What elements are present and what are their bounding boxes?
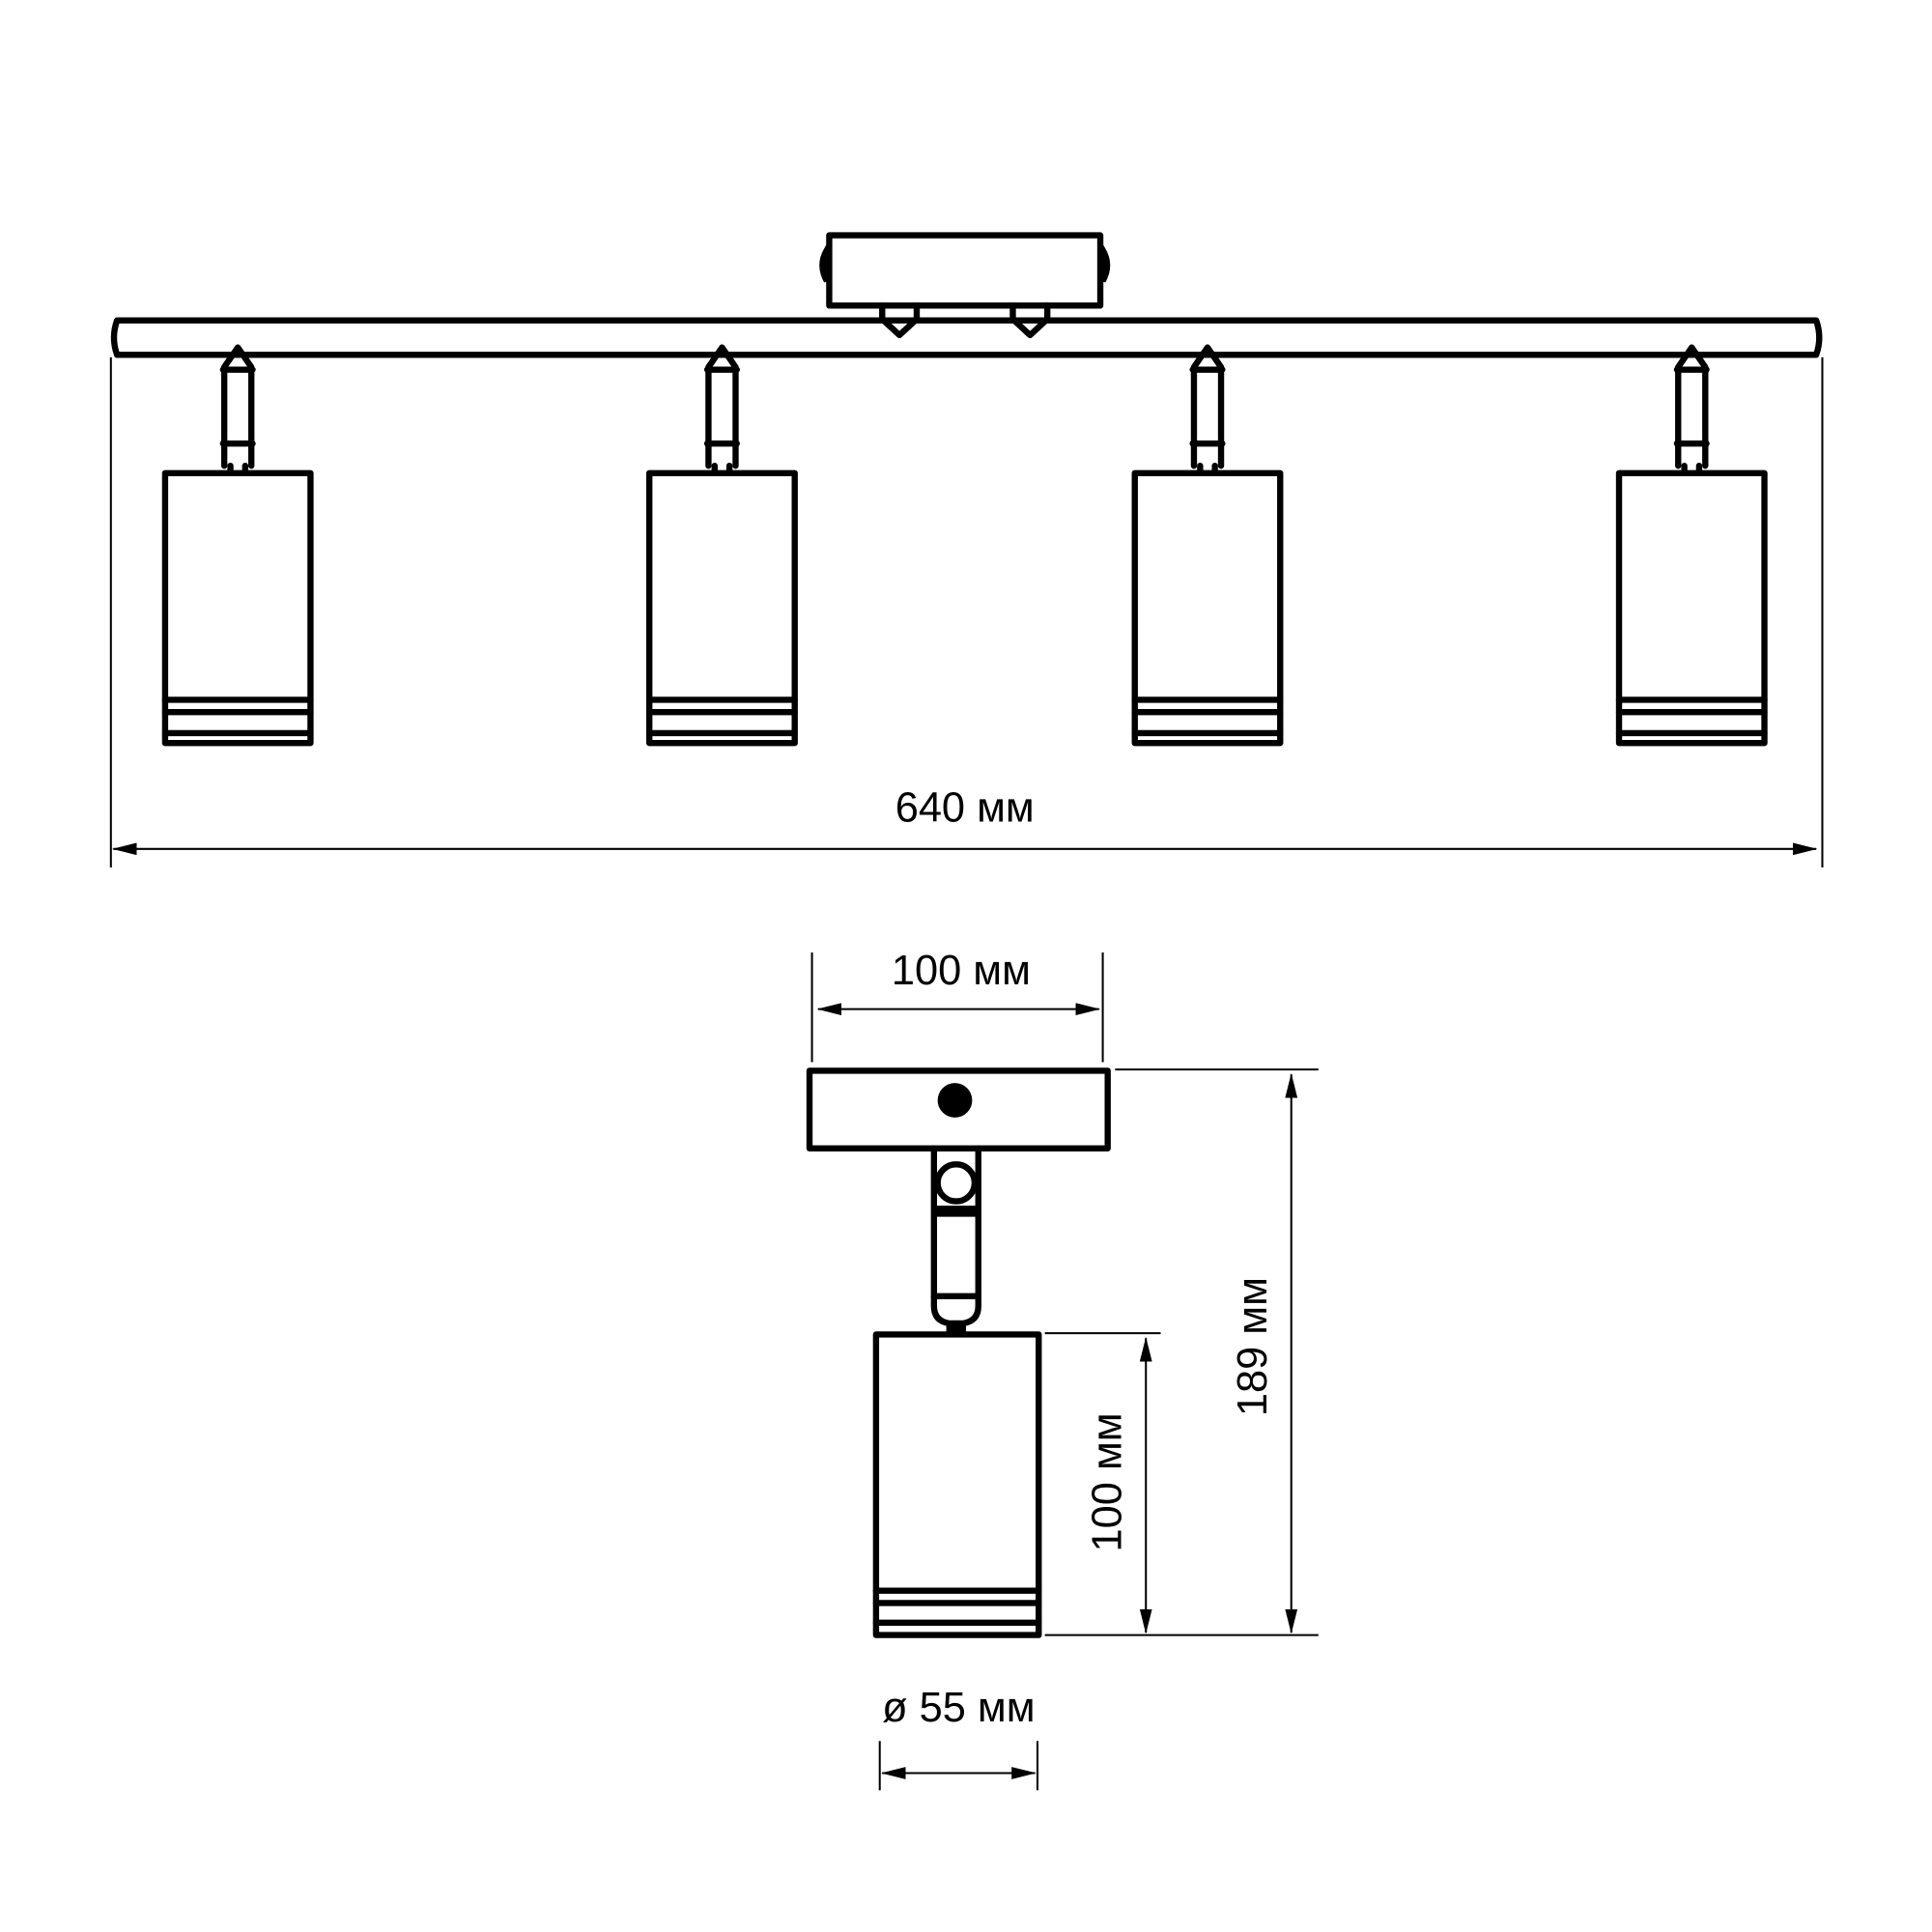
spotlight-4 — [1619, 348, 1765, 743]
swivel-joint — [934, 1161, 979, 1205]
base-width-label: 100 мм — [892, 948, 1031, 994]
mount-bolt-right — [1099, 239, 1111, 283]
diameter-label: ø 55 мм — [882, 1685, 1035, 1731]
mount-screw — [937, 1083, 973, 1118]
side-shade — [872, 1331, 1042, 1638]
mount-clip-right — [1009, 302, 1051, 339]
length-label: 640 мм — [895, 785, 1035, 832]
mount-clip-left — [879, 302, 921, 339]
spotlight-2 — [649, 348, 795, 743]
side-mount-plate — [806, 1067, 1111, 1151]
shade-height-label: 100 мм — [1085, 1412, 1131, 1551]
spotlight-3 — [1135, 348, 1281, 743]
side-view: 100 мм 189 мм 100 мм ø 55 мм — [806, 948, 1319, 1791]
ceiling-mount-plate — [826, 232, 1104, 309]
mount-bolt-left — [819, 239, 831, 283]
front-view: 640 мм — [109, 232, 1824, 867]
rail-bar — [110, 317, 1823, 358]
spotlight-1 — [165, 348, 311, 743]
total-height-label: 189 мм — [1230, 1277, 1276, 1416]
